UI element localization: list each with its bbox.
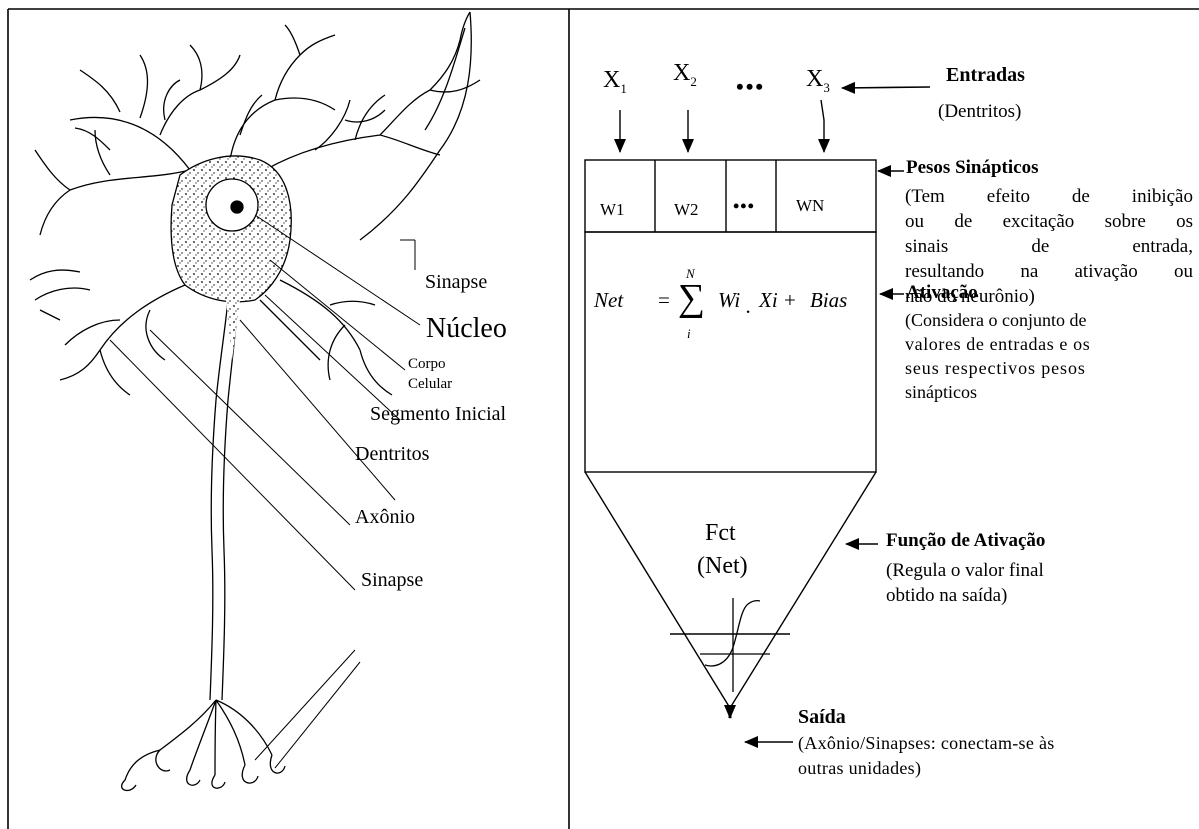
annotation-arrows <box>745 87 930 742</box>
pesos-line-1: (Tem efeito de inibição <box>905 184 1193 209</box>
x1-base: X <box>603 67 620 93</box>
formula-net: Net <box>594 288 623 313</box>
ativacao-line-2: valores de entradas e os <box>905 332 1193 356</box>
input-x3: X3 <box>806 66 830 96</box>
fct-label: Fct <box>705 520 736 547</box>
funcao-line-1: (Regula o valor final <box>886 558 1044 583</box>
formula-dot: . <box>746 294 751 319</box>
input-arrows <box>620 100 824 152</box>
x2-base: X <box>673 60 690 86</box>
funcao-desc: (Regula o valor final obtido na saída) <box>886 558 1044 608</box>
saida-title: Saída <box>798 706 846 729</box>
table-border <box>8 9 1199 829</box>
entradas-title: Entradas <box>946 64 1025 87</box>
pesos-title: Pesos Sinápticos <box>906 157 1039 179</box>
pesos-line-3: sinais de entrada, <box>905 234 1193 259</box>
sigmoid-plot <box>700 598 770 692</box>
weights-box <box>585 160 876 232</box>
formula-lower: i <box>687 326 691 342</box>
weight-w2: W2 <box>674 200 699 220</box>
formula-plus: + <box>784 288 796 313</box>
weight-dots: ••• <box>733 196 755 217</box>
formula-xi: Xi <box>759 288 778 313</box>
formula-sigma: ∑ <box>678 276 705 320</box>
weight-w1: W1 <box>600 200 625 220</box>
ativacao-desc: (Considera o conjunto de valores de entr… <box>905 308 1193 404</box>
funcao-line-2: obtido na saída) <box>886 583 1044 608</box>
funcao-title: Função de Ativação <box>886 530 1045 552</box>
axon-terminals <box>122 700 285 790</box>
ativacao-line-1: (Considera o conjunto de <box>905 308 1193 332</box>
fct-net-label: (Net) <box>697 553 748 580</box>
saida-line-1: (Axônio/Sinapses: conectam-se às <box>798 731 1055 756</box>
label-pointers <box>110 215 420 768</box>
label-sinapse-bottom: Sinapse <box>361 569 423 592</box>
label-celular: Celular <box>408 376 452 393</box>
entradas-subtitle: (Dentritos) <box>938 101 1021 123</box>
axon-drawing <box>210 300 228 700</box>
saida-desc: (Axônio/Sinapses: conectam-se às outras … <box>798 731 1055 781</box>
label-corpo: Corpo <box>408 356 446 373</box>
ativacao-line-4: sinápticos <box>905 380 1193 404</box>
pesos-line-2: ou de excitação sobre os <box>905 209 1193 234</box>
ativacao-title: Ativação <box>906 282 978 304</box>
neuron-illustration <box>30 12 480 790</box>
ativacao-line-3: seus respectivos pesos <box>905 356 1193 380</box>
net-formula: Net = N ∑ i Wi . Xi + Bias <box>594 278 874 368</box>
activation-funnel <box>585 472 876 710</box>
input-ellipsis: ••• <box>736 74 765 100</box>
formula-wi: Wi <box>718 288 740 313</box>
x2-sub: 2 <box>690 74 697 89</box>
label-nucleo: Núcleo <box>426 313 507 345</box>
formula-bias: Bias <box>810 288 847 313</box>
saida-line-2: outras unidades) <box>798 756 1055 781</box>
x3-sub: 3 <box>823 80 830 95</box>
pesos-line-4: resultando na ativação ou <box>905 259 1193 284</box>
label-axonio: Axônio <box>355 506 415 529</box>
x3-base: X <box>806 66 823 92</box>
weight-wn: WN <box>796 196 824 216</box>
label-dentritos: Dentritos <box>355 443 429 466</box>
x1-sub: 1 <box>620 81 627 96</box>
label-sinapse-top: Sinapse <box>425 271 487 294</box>
formula-equals: = <box>658 288 670 313</box>
input-x2: X2 <box>673 60 697 90</box>
label-segmento-inicial: Segmento Inicial <box>370 403 506 426</box>
input-x1: X1 <box>603 67 627 97</box>
